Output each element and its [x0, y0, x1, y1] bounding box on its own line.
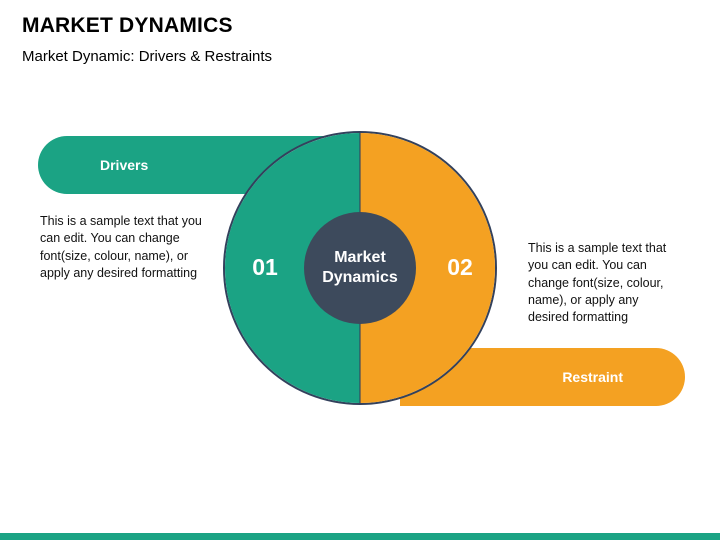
center-circle: Market Dynamics	[304, 212, 416, 324]
drivers-banner-label: Drivers	[100, 157, 149, 173]
page-subtitle: Market Dynamic: Drivers & Restraints	[22, 48, 273, 65]
center-circle-label: Market Dynamics	[322, 249, 398, 286]
page-title: MARKET DYNAMICS	[22, 14, 233, 37]
drivers-number: 01	[252, 254, 278, 280]
bottom-accent-bar	[0, 533, 720, 540]
restraint-banner-label: Restraint	[562, 369, 623, 385]
drivers-description: This is a sample text that you can edit.…	[40, 214, 202, 280]
restraint-number: 02	[447, 254, 473, 280]
market-dynamics-circle: 01 02 Market Dynamics	[223, 131, 497, 405]
restraint-description: This is a sample text that you can edit.…	[528, 241, 667, 324]
